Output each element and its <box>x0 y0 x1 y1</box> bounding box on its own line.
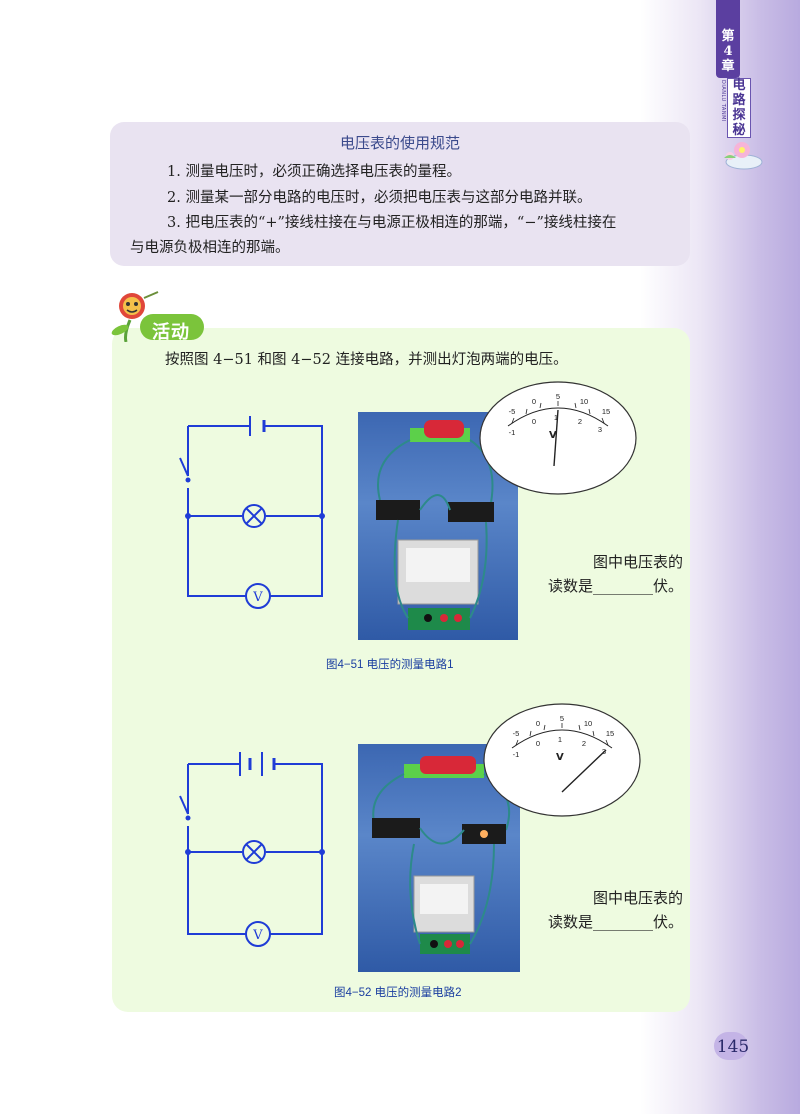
question-2-line1: 图中电压表的 <box>593 889 684 907</box>
chapter-pinyin: DIANLU TANMI <box>720 80 726 122</box>
rule-item-3-line2: 与电源负极相连的那端。 <box>130 240 290 256</box>
circuit-photo-2 <box>358 744 520 972</box>
circuit-diagram-1: V <box>179 416 325 609</box>
rule-item-2: 2. 测量某一部分电路的电压时，必须把电压表与这部分电路并联。 <box>167 190 592 206</box>
scale-top-label: 15 <box>606 729 614 738</box>
question-1-line2: 读数是________伏。 <box>548 577 684 595</box>
activity-instruction: 按照图 4−51 和图 4−52 连接电路，并测出灯泡两端的电压。 <box>165 352 568 368</box>
chapter-title: 电 路 探 秘 <box>727 78 751 138</box>
chapter-title-char-1: 电 <box>732 78 746 93</box>
scale-bottom-label: -1 <box>509 428 516 437</box>
scale-top-label: 10 <box>584 719 592 728</box>
meter-needle <box>553 409 559 467</box>
scale-top-label: 15 <box>602 407 610 416</box>
figure-caption-1: 图4−51 电压的测量电路1 <box>326 659 454 671</box>
question-1-line1: 图中电压表的 <box>593 553 684 571</box>
meter-symbol: V <box>549 430 557 441</box>
voltmeter-rules-box: 电压表的使用规范 1. 测量电压时，必须正确选择电压表的量程。 2. 测量某一部… <box>110 122 690 266</box>
voltmeter-dial-2: -5 0 5 10 15 -1 0 1 2 3 V <box>483 703 641 817</box>
scale-bottom-label: -1 <box>513 750 520 759</box>
scale-bottom-label: 1 <box>558 735 562 744</box>
scale-bottom-label: 2 <box>578 417 582 426</box>
flower-cup-icon <box>724 142 763 170</box>
chapter-tab-char-3: 章 <box>721 59 735 74</box>
circuit-voltmeter-label: V <box>252 590 263 605</box>
voltmeter-dial-1: -5 0 5 10 15 -1 0 1 2 3 V <box>479 381 637 495</box>
chapter-title-char-3: 探 <box>732 108 746 123</box>
circuit-voltmeter-label: V <box>252 928 263 943</box>
scale-bottom-label: 0 <box>536 739 540 748</box>
rules-title: 电压表的使用规范 <box>339 135 460 152</box>
question-1: 图中电压表的 读数是________伏。 <box>548 550 683 598</box>
meter-needle <box>561 749 607 793</box>
scale-top-label: 0 <box>536 719 540 728</box>
scale-top-label: 10 <box>580 397 588 406</box>
scale-top-label: 5 <box>560 714 564 723</box>
circuit-diagram-2: V <box>179 752 325 947</box>
scale-top-label: 5 <box>556 392 560 401</box>
scale-bottom-label: 1 <box>554 413 558 422</box>
question-2-line2: 读数是________伏。 <box>548 913 684 931</box>
scale-top-label: -5 <box>513 729 520 738</box>
chapter-title-char-2: 路 <box>732 93 746 108</box>
scale-bottom-label: 2 <box>582 739 586 748</box>
page-number: 145 <box>716 1037 750 1057</box>
page-number-background <box>714 1032 748 1060</box>
question-2: 图中电压表的 读数是________伏。 <box>548 886 683 934</box>
scale-bottom-label: 0 <box>532 417 536 426</box>
chapter-title-char-4: 秘 <box>732 123 746 138</box>
chapter-tab[interactable]: 第 4 章 <box>716 0 740 78</box>
meter-symbol: V <box>556 752 564 763</box>
rule-item-3-line1: 3. 把电压表的“+”接线柱接在与电源正极相连的那端，“−”接线柱接在 <box>167 215 617 231</box>
rule-item-1: 1. 测量电压时，必须正确选择电压表的量程。 <box>167 164 461 180</box>
scale-bottom-label: 3 <box>598 425 602 434</box>
chapter-tab-char-1: 第 <box>721 29 735 44</box>
scale-top-label: -5 <box>509 407 516 416</box>
figure-caption-2: 图4−52 电压的测量电路2 <box>334 987 462 999</box>
scale-top-label: 0 <box>532 397 536 406</box>
activity-flower-icon <box>111 291 159 342</box>
activity-label-background <box>140 314 204 340</box>
activity-label: 活动 <box>152 322 190 343</box>
chapter-tab-char-2: 4 <box>723 44 733 59</box>
